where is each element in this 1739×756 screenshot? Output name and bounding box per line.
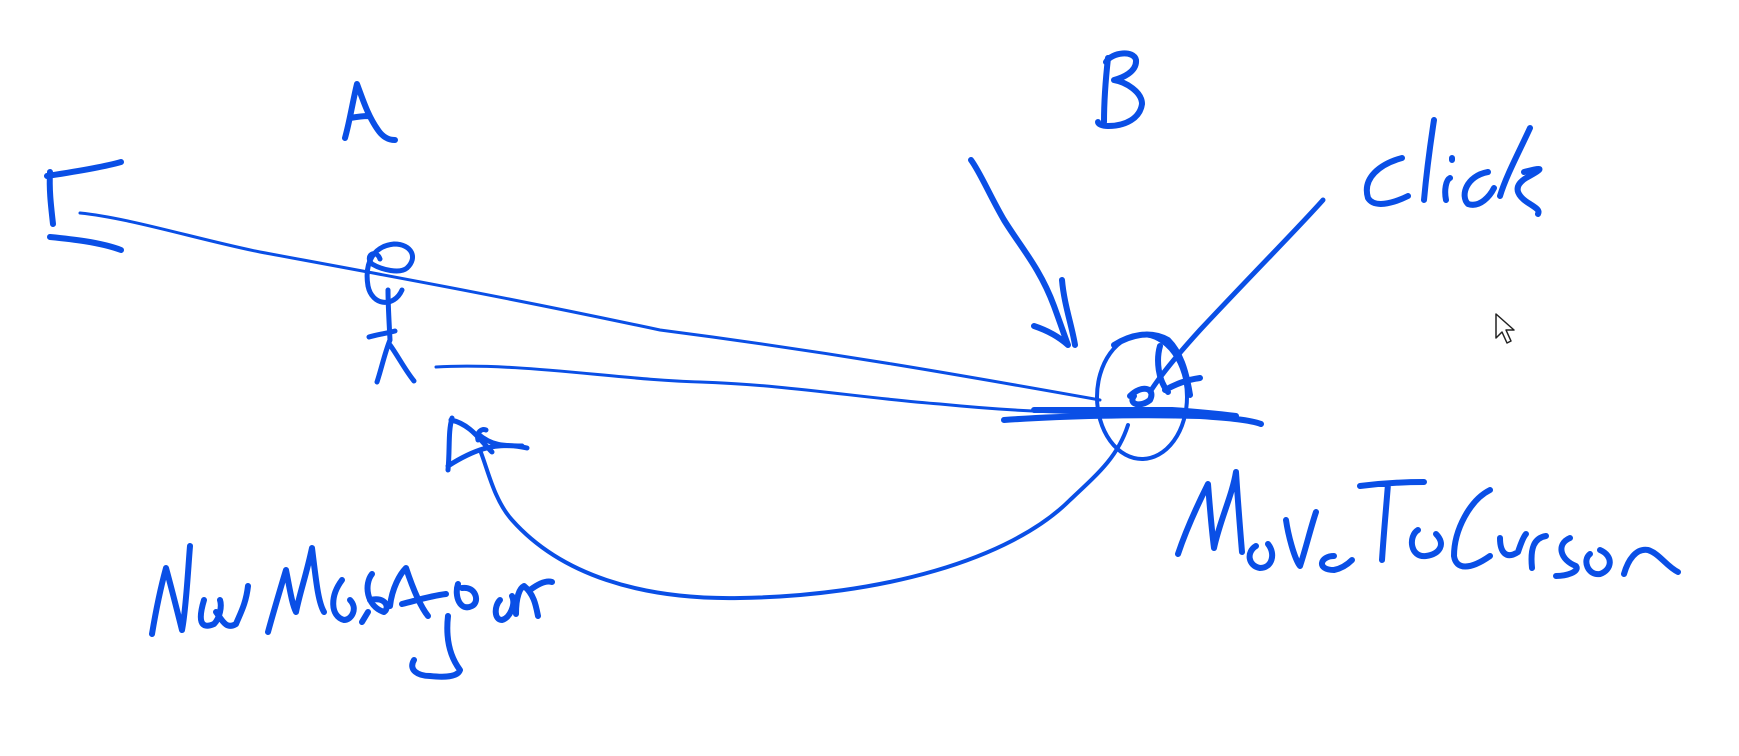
label-a-glyph [342,81,398,143]
click-word-strokes [1363,117,1543,217]
nav-mesh-agent-strokes [149,543,555,680]
x-mark-stroke [445,415,530,473]
figure-head [364,241,415,305]
arrow-cursor-icon [1495,313,1515,344]
target-ground-line [1001,406,1264,427]
label-click: Click [1362,203,1365,205]
click-word-art [1363,117,1543,217]
cursor-shape [1495,313,1515,344]
nav-mesh-agent-word-art [149,543,555,680]
ink-layer [44,50,1681,680]
target-scribble [1111,331,1203,408]
click-arrow-line [1147,197,1326,395]
left-bracket-stroke [44,159,124,253]
long-path-line [78,211,1102,402]
agent-figure [364,241,417,385]
move-to-cursor-strokes [1175,469,1681,579]
b-arrow-stroke [968,157,1078,348]
figure-body [366,287,417,385]
label-b-glyph [1095,50,1145,129]
target-point [1001,331,1264,461]
move-to-cursor-word-art [1175,469,1681,579]
return-curve-arrow [478,423,1130,601]
